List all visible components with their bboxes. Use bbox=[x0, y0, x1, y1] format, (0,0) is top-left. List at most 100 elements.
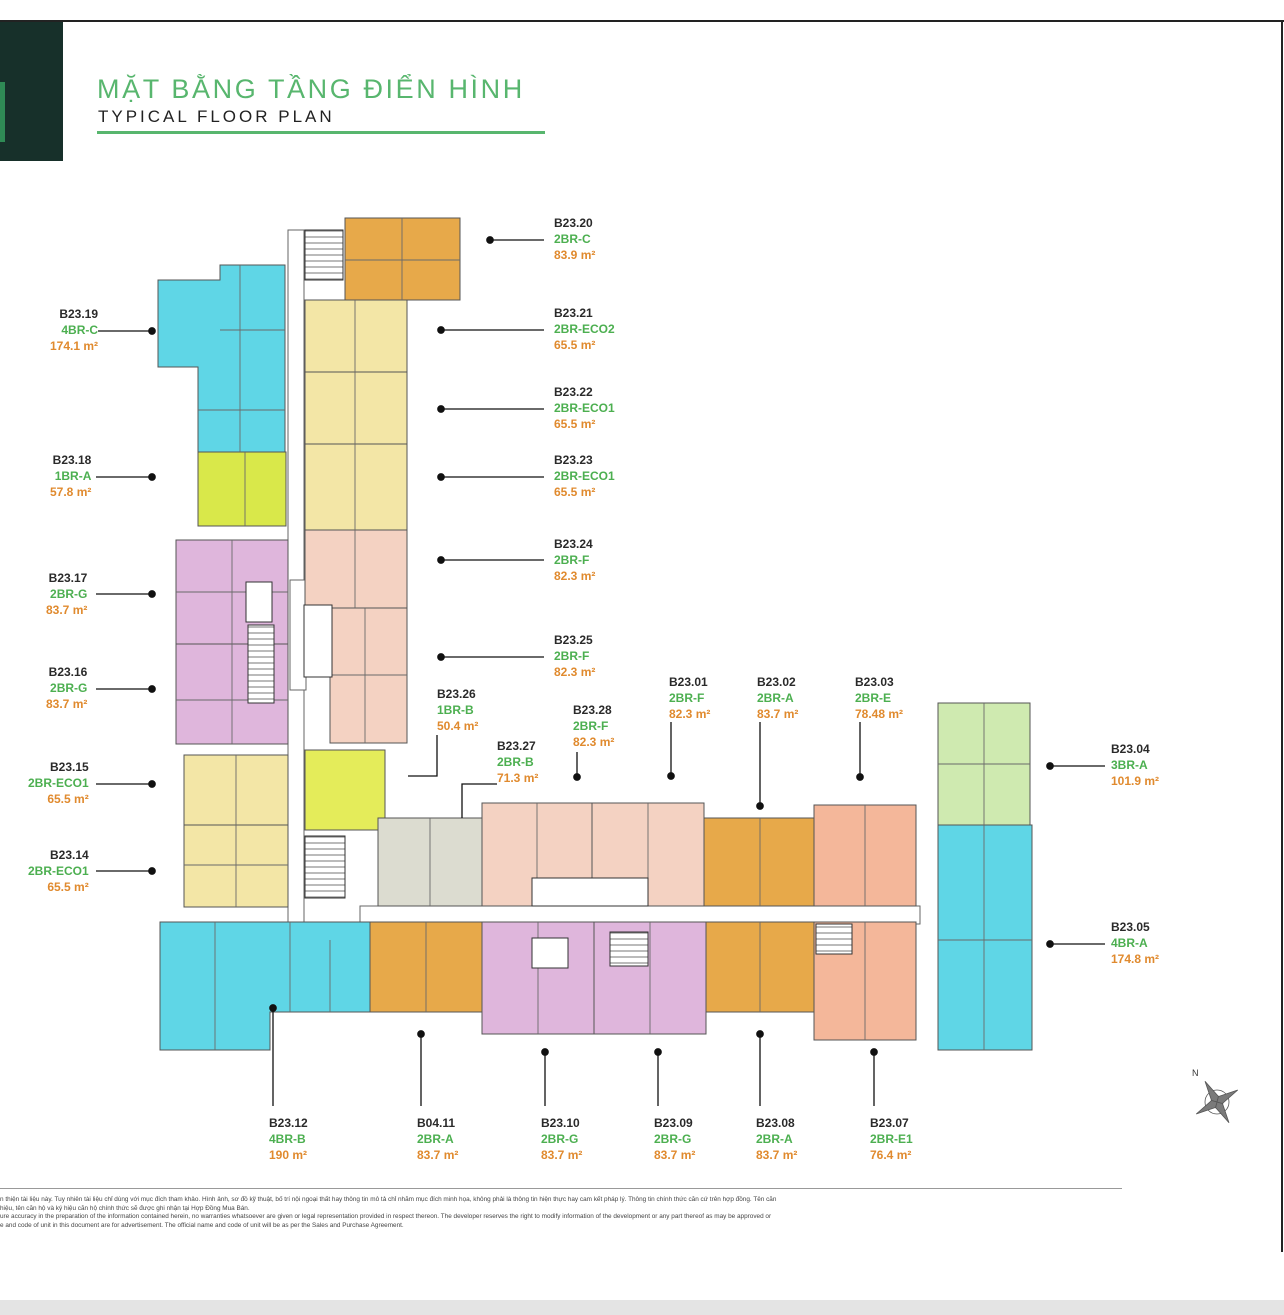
unit-code: B23.08 bbox=[756, 1116, 795, 1130]
unit-area: 83.7 m² bbox=[654, 1148, 696, 1162]
unit-code: B23.27 bbox=[497, 739, 536, 753]
page-title-vi: MẶT BẰNG TẦNG ĐIỂN HÌNH bbox=[97, 74, 525, 104]
unit-type: 4BR-B bbox=[269, 1132, 306, 1146]
leader-dot bbox=[437, 556, 445, 564]
unit-label-b23-08: B23.08 2BR-A 83.7 m² bbox=[756, 1115, 797, 1163]
unit-area: 190 m² bbox=[269, 1148, 308, 1162]
unit-label-b23-05: B23.05 4BR-A 174.8 m² bbox=[1111, 919, 1159, 967]
unit-area: 83.9 m² bbox=[554, 248, 596, 262]
unit-b23-24 bbox=[304, 529, 408, 609]
corridors bbox=[287, 229, 921, 931]
unit-b23-19 bbox=[157, 264, 286, 453]
disclaimer-line: ure accuracy in the preparation of the i… bbox=[0, 1213, 772, 1221]
unit-type: 1BR-A bbox=[54, 469, 92, 483]
unit-type: 4BR-A bbox=[1111, 936, 1148, 950]
title-underline bbox=[97, 131, 545, 134]
unit-area: 83.7 m² bbox=[756, 1148, 798, 1162]
unit-label-b23-17: B23.17 2BR-G 83.7 m² bbox=[46, 570, 87, 618]
unit-type: 2BR-ECO2 bbox=[554, 322, 615, 336]
unit-area: 50.4 m² bbox=[437, 719, 479, 733]
leader-line bbox=[461, 783, 497, 818]
unit-type: 2BR-E bbox=[855, 691, 892, 705]
compass-rose: N bbox=[1192, 1068, 1239, 1124]
unit-code: B23.09 bbox=[654, 1116, 693, 1130]
unit-area: 83.7 m² bbox=[541, 1148, 583, 1162]
top-border bbox=[0, 20, 1284, 22]
leader-dot bbox=[437, 473, 445, 481]
leader-dot bbox=[437, 653, 445, 661]
leader-dot bbox=[667, 772, 675, 780]
leader-dot bbox=[654, 1048, 662, 1056]
unit-type: 2BR-E1 bbox=[870, 1132, 913, 1146]
leader-dot bbox=[573, 773, 581, 781]
unit-type: 2BR-ECO1 bbox=[28, 864, 89, 878]
unit-code: B23.01 bbox=[669, 675, 708, 689]
unit-type: 2BR-G bbox=[50, 587, 88, 601]
unit-type: 1BR-B bbox=[437, 703, 474, 717]
unit-area: 174.1 m² bbox=[50, 339, 99, 353]
disclaimer-rule bbox=[0, 1188, 1122, 1189]
unit-b23-05 bbox=[937, 824, 1033, 1051]
disclaimer: n thiện tài liệu này. Tuy nhiên tài liệu… bbox=[0, 1196, 1122, 1230]
unit-code: B23.23 bbox=[554, 453, 593, 467]
unit-area: 82.3 m² bbox=[554, 569, 596, 583]
unit-code: B23.15 bbox=[49, 760, 89, 774]
unit-code: B23.10 bbox=[541, 1116, 580, 1130]
unit-b23-26 bbox=[304, 749, 386, 831]
unit-code: B23.05 bbox=[1111, 920, 1150, 934]
unit-type: 2BR-A bbox=[756, 1132, 793, 1146]
lift-core-west bbox=[245, 581, 273, 623]
unit-area: 65.5 m² bbox=[554, 417, 596, 431]
unit-code: B23.03 bbox=[855, 675, 894, 689]
unit-area: 65.5 m² bbox=[554, 338, 596, 352]
unit-type: 3BR-A bbox=[1111, 758, 1148, 772]
unit-code: B23.20 bbox=[554, 216, 593, 230]
unit-b23-22 bbox=[304, 371, 408, 445]
unit-code: B23.12 bbox=[269, 1116, 308, 1130]
unit-type: 2BR-A bbox=[757, 691, 794, 705]
unit-area: 82.3 m² bbox=[573, 735, 615, 749]
unit-area: 83.7 m² bbox=[46, 697, 88, 711]
unit-area: 83.7 m² bbox=[417, 1148, 459, 1162]
building-cores bbox=[245, 229, 853, 969]
unit-code: B23.04 bbox=[1111, 742, 1150, 756]
leader-dot bbox=[856, 773, 864, 781]
unit-b23-12 bbox=[159, 921, 371, 1051]
unit-code: B23.25 bbox=[554, 633, 593, 647]
unit-code: B23.28 bbox=[573, 703, 612, 717]
stair-core-east bbox=[815, 923, 853, 955]
unit-code: B23.24 bbox=[554, 537, 593, 551]
unit-type: 2BR-B bbox=[497, 755, 534, 769]
unit-type: 2BR-F bbox=[554, 649, 590, 663]
unit-b23-02 bbox=[703, 817, 815, 907]
unit-area: 65.5 m² bbox=[554, 485, 596, 499]
stair-core-west bbox=[247, 624, 275, 704]
leader-dot bbox=[1046, 762, 1054, 770]
unit-area: 65.5 m² bbox=[47, 792, 89, 806]
leader-dot bbox=[1046, 940, 1054, 948]
unit-code: B23.17 bbox=[48, 571, 88, 585]
unit-area: 174.8 m² bbox=[1111, 952, 1160, 966]
unit-type: 2BR-ECO1 bbox=[554, 469, 615, 483]
leader-dot bbox=[269, 1004, 277, 1012]
unit-area: 83.7 m² bbox=[46, 603, 88, 617]
stair-core-top bbox=[304, 229, 344, 281]
leader-dot bbox=[756, 1030, 764, 1038]
unit-b23-20 bbox=[344, 217, 461, 301]
unit-code: B23.16 bbox=[48, 665, 88, 679]
